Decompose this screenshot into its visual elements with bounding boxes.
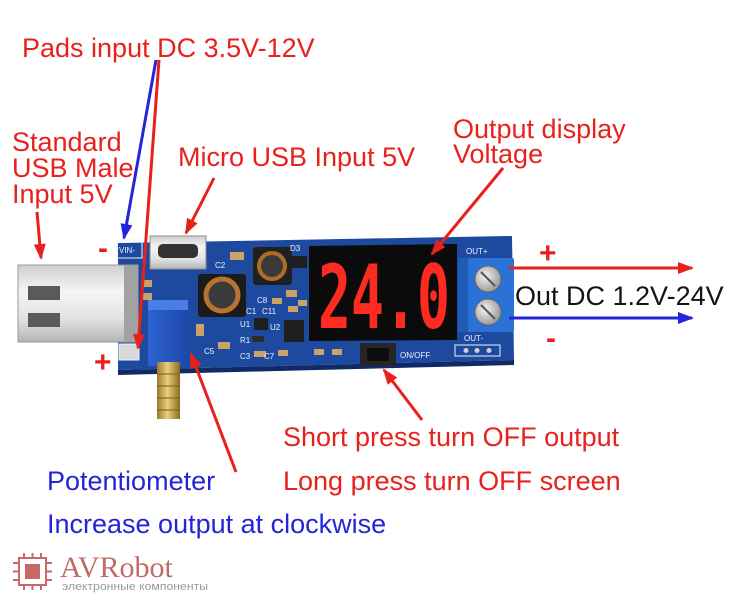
chip-icon (13, 553, 52, 590)
inductor-bottom (198, 274, 246, 317)
vin-plus-pad (118, 343, 140, 361)
usb-hole-top (28, 286, 60, 300)
arrow-potentiometer (189, 352, 238, 473)
label-output-display-line1: Output display (453, 114, 626, 144)
voltage-display: 24.0 (309, 244, 457, 349)
smd-components (142, 252, 342, 357)
logo-tagline: электронные компоненты (62, 581, 208, 593)
inductor-top (253, 247, 292, 285)
silk-c8: C8 (257, 296, 268, 305)
label-long-press: Long press turn OFF screen (283, 466, 621, 496)
on-off-button: ON/OFF (360, 343, 430, 366)
silk-c5: C5 (204, 347, 215, 356)
silk-c7: C7 (264, 352, 275, 361)
silk-out-plus: OUT+ (466, 247, 488, 256)
label-usb-male-line2: USB Male (12, 153, 134, 183)
silk-r1: R1 (240, 336, 251, 345)
arrow-micro-usb (184, 177, 216, 235)
display-reading: 24.0 (318, 246, 450, 349)
sign-vin-plus: + (94, 346, 112, 379)
arrow-usb-male (33, 211, 46, 260)
avrobot-logo: AVRobot электронные компоненты (13, 551, 208, 593)
potentiometer-screw (157, 362, 180, 419)
sign-out-plus: + (539, 237, 557, 270)
sign-out-minus: - (546, 322, 556, 355)
arrow-output-display (430, 167, 505, 256)
label-short-press: Short press turn OFF output (283, 422, 620, 452)
usb-hole-bottom (28, 313, 60, 327)
arrow-on-off-button (382, 368, 424, 421)
usb-male-plug (17, 264, 139, 343)
label-usb-male-line1: Standard (12, 127, 122, 157)
output-terminal-block: OUT+ OUT- (458, 247, 514, 343)
pin-header (454, 344, 501, 357)
silk-c1: C1 (246, 307, 257, 316)
logo-name: AVRobot (60, 551, 173, 584)
label-out-dc: Out DC 1.2V-24V (515, 281, 724, 311)
silk-d3: D3 (290, 244, 301, 253)
silk-on-off: ON/OFF (400, 351, 430, 360)
silk-u1: U1 (240, 320, 251, 329)
arrow-pads-minus (120, 59, 158, 240)
label-increase-output: Increase output at clockwise (47, 509, 386, 539)
silk-vin-minus: VIN- (119, 246, 135, 255)
silk-c2: C2 (215, 261, 226, 270)
label-output-display-line2: Voltage (453, 139, 543, 169)
label-pads-input: Pads input DC 3.5V-12V (22, 33, 315, 63)
silk-c11: C11 (262, 307, 277, 316)
label-micro-usb: Micro USB Input 5V (178, 142, 415, 172)
vin-minus-pad: VIN- (116, 239, 143, 259)
micro-usb-port (149, 235, 207, 270)
silkscreen-labels: D3 C2 C8 C1 C11 U1 U2 R1 C5 C3 C7 (204, 244, 301, 361)
label-usb-male-line3: Input 5V (12, 179, 113, 209)
arrow-pads-plus (133, 59, 161, 350)
annotation-labels: Pads input DC 3.5V-12V Standard USB Male… (12, 33, 724, 539)
silk-u2: U2 (270, 323, 281, 332)
label-potentiometer: Potentiometer (47, 466, 215, 496)
sign-vin-minus: - (98, 232, 108, 265)
potentiometer (148, 300, 188, 419)
annotation-arrows (33, 59, 694, 473)
silk-c3: C3 (240, 352, 251, 361)
silk-out-minus: OUT- (464, 334, 483, 343)
